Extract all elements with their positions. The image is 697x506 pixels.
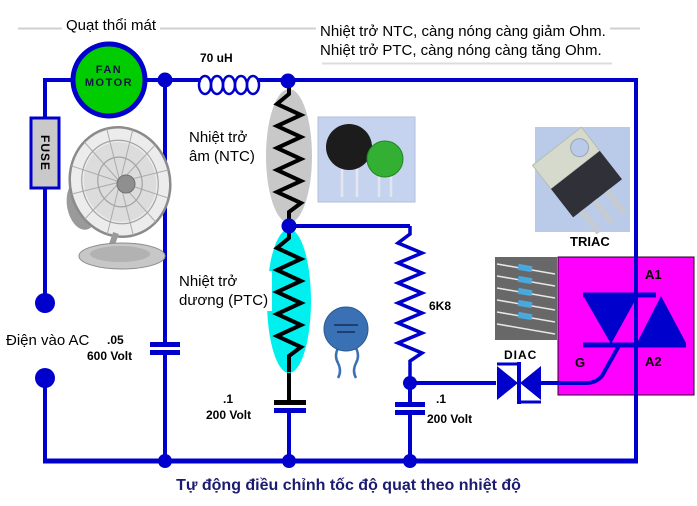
circuit-wires	[43, 78, 686, 464]
note-line2: Nhiệt trở PTC, càng nóng càng tăng Ohm.	[320, 42, 602, 59]
triac-a2-label: A2	[645, 354, 662, 369]
ac-terminals	[35, 293, 55, 388]
triac-a1-label: A1	[645, 267, 662, 282]
left-cap-voltage: 200 Volt	[206, 408, 252, 422]
junction-dots	[157, 72, 417, 468]
resistor-label: 6K8	[429, 299, 452, 313]
right-cap-voltage: 200 Volt	[427, 412, 473, 426]
triac-label: TRIAC	[568, 234, 612, 249]
ptc-ellipse	[267, 229, 311, 373]
input-cap-value: .05	[107, 333, 124, 347]
ntc-label: Nhiệt trở âm (NTC)	[185, 127, 259, 167]
fan-motor-circle	[70, 41, 148, 119]
diagram-caption: Tự động điều chỉnh tốc độ quạt theo nhiệ…	[176, 477, 521, 494]
thermistor-note: Nhiệt trở NTC, càng nóng càng giảm Ohm. …	[316, 21, 610, 61]
inductor-coil	[197, 74, 261, 96]
fan-title: Quạt thổi mát	[62, 15, 161, 36]
right-capacitor	[395, 402, 425, 415]
ntc-resistor-symbol	[272, 82, 306, 225]
ptc-thermistor-photo	[323, 306, 369, 379]
fan-motor-label: FAN MOTOR	[84, 64, 134, 89]
diac-symbol	[497, 362, 541, 404]
input-cap-voltage: 600 Volt	[87, 349, 133, 363]
ptc-resistor-symbol	[272, 226, 306, 372]
note-line1: Nhiệt trở NTC, càng nóng càng giảm Ohm.	[320, 23, 606, 40]
ac-input-label: Điện vào AC	[6, 332, 90, 349]
fuse-body	[29, 116, 61, 190]
inductor-label: 70 uH	[200, 51, 233, 65]
triac-symbol	[584, 296, 686, 344]
diac-label: DIAC	[504, 348, 538, 362]
table-fan-photo	[66, 126, 172, 270]
triac-g-label: G	[575, 355, 586, 370]
input-capacitor	[150, 342, 180, 355]
fuse-label: FUSE	[38, 134, 53, 172]
ntc-ellipse	[266, 89, 312, 223]
diac-components-photo	[495, 257, 557, 340]
right-cap-value: .1	[436, 392, 447, 406]
left-capacitor	[274, 371, 306, 413]
ptc-label: Nhiệt trở dương (PTC)	[175, 271, 273, 311]
ntc-thermistor-photo	[317, 116, 416, 203]
left-cap-value: .1	[223, 392, 234, 406]
